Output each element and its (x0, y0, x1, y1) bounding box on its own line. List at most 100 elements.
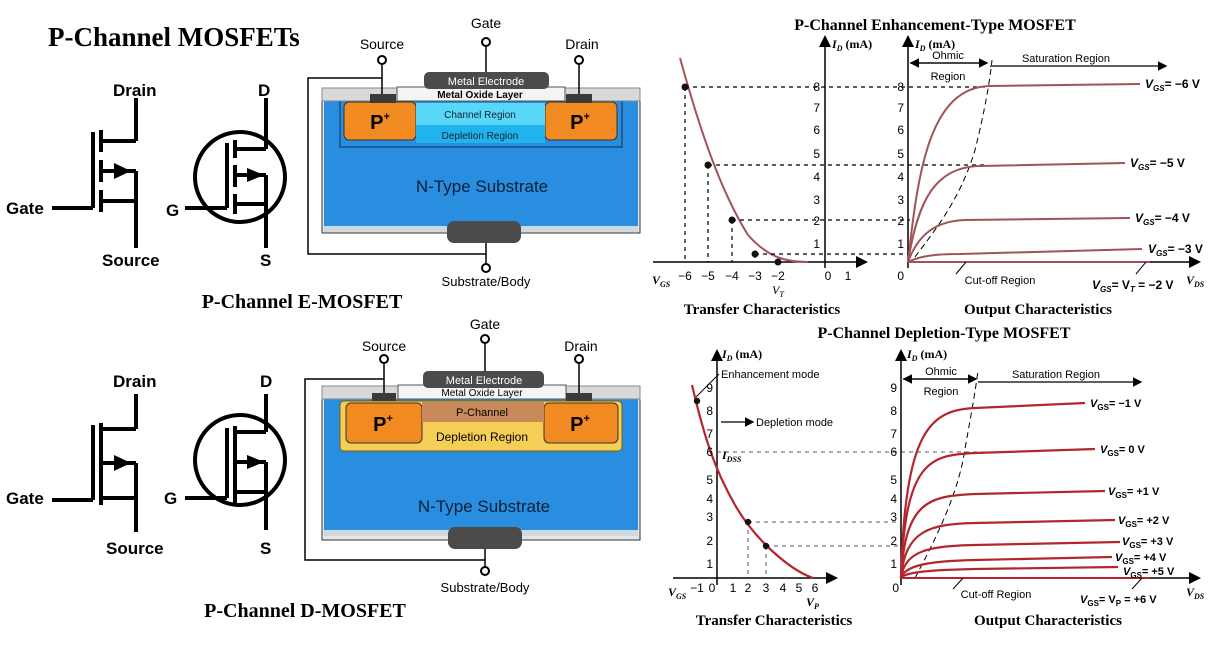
svg-text:2: 2 (813, 214, 820, 228)
svg-text:3: 3 (813, 193, 820, 207)
enh-id-axis-2: ID (mA) (914, 37, 955, 53)
d-source-label: Source (106, 539, 164, 558)
enh-transfer-points (681, 83, 782, 266)
dep-enh-mode: Enhancement mode (721, 369, 819, 381)
emosfet-body-label: Substrate/Body (442, 274, 531, 289)
drain-label: Drain (113, 81, 156, 100)
page-title: P-Channel MOSFETs (48, 22, 300, 52)
svg-text:−6: −6 (678, 269, 692, 283)
dep-output-caption: Output Characteristics (974, 613, 1122, 629)
enh-graph-title: P-Channel Enhancement-Type MOSFET (794, 17, 1076, 34)
svg-text:4: 4 (780, 581, 787, 595)
svg-text:VGS= +3 V: VGS= +3 V (1122, 536, 1174, 550)
dep-transfer-dashes (717, 451, 990, 578)
dmosfet-p-right: P+ (570, 413, 590, 436)
svg-text:VGS= −1 V: VGS= −1 V (1090, 398, 1142, 412)
dmosfet-cross-section (304, 334, 641, 576)
dmosfet-source-label: Source (362, 338, 407, 354)
emosfet-drain-label: Drain (565, 36, 598, 52)
dep-out-y-ticks: 9 8 7 6 5 4 3 2 1 0 (890, 381, 899, 595)
svg-text:2: 2 (745, 581, 752, 595)
dep-transfer-points (693, 397, 770, 550)
svg-text:VGS= −6 V: VGS= −6 V (1145, 77, 1200, 93)
svg-text:VGS= VP = +6 V: VGS= VP = +6 V (1080, 594, 1157, 608)
svg-text:5: 5 (706, 473, 713, 487)
g-label: G (166, 201, 179, 220)
svg-text:VGS= +5 V: VGS= +5 V (1123, 566, 1175, 580)
svg-text:3: 3 (890, 510, 897, 524)
svg-text:5: 5 (897, 147, 904, 161)
svg-text:0: 0 (709, 581, 716, 595)
d-drain-label: Drain (113, 372, 156, 391)
enh-output-caption: Output Characteristics (964, 302, 1112, 318)
svg-text:6: 6 (706, 445, 713, 459)
enh-output-graph (902, 35, 1201, 275)
emosfet-depletion-label: Depletion Region (442, 131, 519, 142)
svg-text:7: 7 (706, 427, 713, 441)
dmosfet-drain-label: Drain (564, 338, 597, 354)
svg-text:3: 3 (706, 510, 713, 524)
svg-text:5: 5 (890, 473, 897, 487)
enh-vt-label: VT (772, 283, 784, 299)
enh-transfer-caption: Transfer Characteristics (684, 302, 841, 318)
d-gate-label: Gate (6, 489, 44, 508)
dmosfet-electrode-label: Metal Electrode (446, 375, 522, 387)
enh-ohmic-region: Region (931, 71, 966, 83)
svg-text:7: 7 (897, 101, 904, 115)
dep-vgs-axis: VGS (668, 585, 687, 601)
svg-text:VGS= +4 V: VGS= +4 V (1115, 552, 1167, 566)
svg-text:1: 1 (845, 269, 852, 283)
svg-text:5: 5 (813, 147, 820, 161)
svg-text:VGS= VT = −2 V: VGS= VT = −2 V (1092, 278, 1174, 294)
emosfet-oxide-label: Metal Oxide Layer (437, 90, 523, 101)
enh-y-ticks: 8 7 6 5 4 3 2 1 (813, 80, 820, 251)
dep-cutoff: Cut-off Region (961, 589, 1032, 601)
dep-transfer-graph (673, 349, 838, 585)
svg-text:0: 0 (897, 269, 904, 283)
svg-text:3: 3 (897, 193, 904, 207)
svg-text:4: 4 (890, 492, 897, 506)
svg-text:4: 4 (897, 170, 904, 184)
emosfet-electrode-label: Metal Electrode (448, 76, 524, 88)
enh-curve-labels: VGS= −6 V VGS= −5 V VGS= −4 V VGS= −3 V … (1092, 77, 1203, 294)
dmosfet-gate-label: Gate (470, 316, 501, 332)
emosfet-cross-section (307, 37, 641, 273)
dg-label: G (164, 489, 177, 508)
emosfet-substrate-label: N-Type Substrate (416, 177, 548, 196)
dmosfet-substrate-label: N-Type Substrate (418, 497, 550, 516)
source-label: Source (102, 251, 160, 270)
emosfet-gate-label: Gate (471, 15, 502, 31)
svg-text:6: 6 (890, 445, 897, 459)
svg-text:6: 6 (897, 123, 904, 137)
emosfet-p-left: P+ (370, 111, 390, 134)
dep-vp-label: VP (806, 595, 819, 611)
svg-text:3: 3 (763, 581, 770, 595)
svg-text:8: 8 (890, 404, 897, 418)
dmosfet-depletion-label: Depletion Region (436, 430, 528, 444)
svg-text:4: 4 (706, 492, 713, 506)
emosfet-circle-symbol (185, 98, 287, 248)
svg-text:7: 7 (890, 427, 897, 441)
dd-label: D (260, 372, 272, 391)
svg-text:9: 9 (890, 381, 897, 395)
svg-text:6: 6 (812, 581, 819, 595)
svg-text:1: 1 (730, 581, 737, 595)
svg-text:8: 8 (706, 404, 713, 418)
dep-y-ticks: 9 8 7 6 5 4 3 2 1 (706, 381, 713, 571)
ds-label: S (260, 539, 271, 558)
svg-text:1: 1 (706, 557, 713, 571)
emosfet-source-label: Source (360, 36, 405, 52)
dep-ohmic-region: Region (924, 386, 959, 398)
svg-text:−1: −1 (690, 581, 704, 595)
dep-idss-label: IDSS (721, 448, 742, 464)
svg-text:0: 0 (892, 581, 899, 595)
svg-text:6: 6 (813, 123, 820, 137)
dep-saturation: Saturation Region (1012, 369, 1100, 381)
dep-graph-title: P-Channel Depletion-Type MOSFET (817, 325, 1070, 342)
svg-text:1: 1 (897, 237, 904, 251)
enh-ohmic: Ohmic (932, 50, 964, 62)
dmosfet-body-label: Substrate/Body (441, 580, 530, 595)
svg-text:−2: −2 (771, 269, 785, 283)
svg-text:9: 9 (706, 381, 713, 395)
enh-x-ticks: −6 −5 −4 −3 −2 0 1 (678, 269, 852, 283)
